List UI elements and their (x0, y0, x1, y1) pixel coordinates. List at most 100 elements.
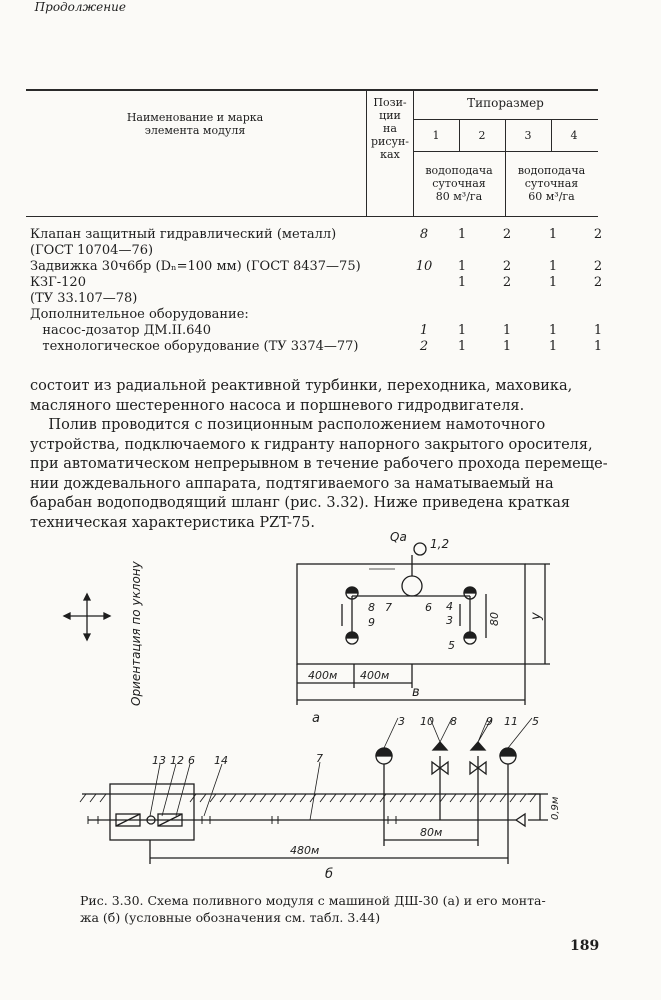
header-name-line1: Наименование и марка (126, 111, 264, 124)
row-val: 1 (457, 339, 467, 354)
dim-80m-label: 80м (420, 826, 442, 839)
header-group-80: водоподача суточная 80 м³/га (413, 164, 505, 203)
row-val: 2 (593, 227, 603, 242)
row-name: технологическое оборудование (ТУ 3374—77… (30, 339, 359, 354)
header-pos-line: ции (379, 109, 401, 122)
table-row: (ГОСТ 10704—76) (30, 243, 590, 259)
row-val: 2 (502, 275, 512, 290)
row-pos: 8 (419, 227, 429, 242)
page-number: 189 (570, 938, 600, 954)
mark-5: 5 (448, 639, 455, 652)
figure-diagram: Ориентация по уклону Qа 1,2 8 7 6 4 3 5 … (62, 530, 561, 882)
dim-y-label: у (529, 612, 544, 621)
pump-station-box (109, 783, 195, 841)
dim-400-a-label: 400м (308, 669, 337, 682)
mark-13: 13 (152, 754, 166, 767)
mark-6: 6 (425, 601, 432, 614)
row-name: (ГОСТ 10704—76) (30, 243, 154, 258)
ground-hatch (79, 793, 537, 803)
dim-depth-label: 0,9м (550, 796, 561, 820)
table-vrule-2 (413, 90, 414, 216)
table-row: насос-дозатор ДМ.II.640 1 1 1 1 1 (30, 323, 602, 339)
valve-8-icon (431, 741, 449, 751)
dim-480m-label: 480м (290, 844, 319, 857)
row-name: Клапан защитный гидравлический (металл) (30, 227, 337, 242)
mark-8-section: 8 (450, 715, 457, 728)
table-vrule-1 (366, 90, 367, 216)
text-line: масляного шестеренного насоса и поршнево… (30, 397, 525, 414)
row-name: КЗГ-120 (30, 275, 86, 290)
row-val: 1 (457, 227, 467, 242)
table-header-bottom-rule (26, 216, 598, 217)
header-group-60: водоподача суточная 60 м³/га (505, 164, 598, 203)
row-val: 2 (502, 227, 512, 242)
header-pos-line: рисун- (370, 135, 410, 148)
row-val: 1 (548, 275, 558, 290)
row-val: 2 (593, 275, 603, 290)
row-pos: 2 (419, 339, 429, 354)
table-vrule-4 (505, 119, 506, 216)
table-row: Клапан защитный гидравлический (металл) … (30, 227, 602, 243)
valve-9-icon (469, 741, 487, 751)
table-vrule-5 (551, 119, 552, 151)
text-line: при автоматическом непрерывном в течение… (30, 456, 608, 472)
table-top-rule (26, 89, 598, 91)
valve-11-icon (469, 760, 487, 776)
section-sublabel: б (325, 867, 333, 882)
mark-11-section: 11 (504, 715, 518, 728)
header-col-2: 2 (478, 129, 486, 142)
hydrant-circle (413, 542, 427, 556)
header-col-3: 3 (524, 129, 532, 142)
header-pos-line: ках (380, 148, 400, 161)
sprinkler-machine-circle (401, 575, 423, 597)
text-line: техническая характеристика PZT-75. (30, 514, 315, 531)
header-pos-line: на (383, 122, 397, 135)
group-line: водоподача (425, 164, 493, 177)
caption-line: жа (б) (условные обозначения см. табл. 3… (80, 910, 381, 925)
header-col-1: 1 (432, 129, 440, 142)
mark-6-section: 6 (188, 754, 195, 767)
figure-caption: Рис. 3.30. Схема поливного модуля с маши… (80, 892, 600, 926)
paragraph-1: состоит из радиальной реактивной турбинк… (30, 377, 596, 416)
mark-4: 4 (446, 600, 453, 613)
row-val: 1 (548, 227, 558, 242)
table-vrule-3 (459, 119, 460, 151)
group-line: суточная (524, 177, 579, 190)
table-row: Дополнительное оборудование: (30, 307, 590, 323)
plan-sublabel: а (312, 711, 320, 726)
mark-9-section: 9 (486, 715, 493, 728)
row-val: 1 (593, 339, 603, 354)
group-line: 80 м³/га (435, 190, 483, 203)
pipe-end-plug-icon (514, 812, 526, 828)
mark-12: 12 (170, 754, 184, 767)
text-line: нии дождевального аппарата, подтягиваемо… (30, 475, 554, 492)
compass-cross-icon (62, 592, 112, 642)
row-name: (ТУ 33.107—78) (30, 291, 138, 306)
valve-10-icon (431, 760, 449, 776)
header-name-col: Наименование и марка элемента модуля (90, 111, 300, 137)
header-typesize: Типоразмер (467, 96, 544, 110)
caption-line: Рис. 3.30. Схема поливного модуля с маши… (80, 893, 546, 908)
orientation-label: Ориентация по уклону (129, 560, 143, 706)
dim-b-label: в (412, 685, 420, 700)
table-row: технологическое оборудование (ТУ 3374—77… (30, 339, 602, 355)
mark-14: 14 (214, 754, 228, 767)
header-pos-col: Пози- ции на рисун- ках (366, 96, 414, 161)
text-line: Полив проводится с позиционным расположе… (30, 417, 546, 433)
mark-10-section: 10 (420, 715, 434, 728)
mark-7: 7 (385, 601, 392, 614)
table-row: (ТУ 33.107—78) (30, 291, 590, 307)
row-name: насос-дозатор ДМ.II.640 (30, 323, 211, 338)
row-val: 1 (457, 259, 467, 274)
row-val: 2 (593, 259, 603, 274)
mark-7-section: 7 (316, 752, 323, 765)
row-name: Задвижка 30ч6бр (Dₙ=100 мм) (ГОСТ 8437—7… (30, 259, 361, 274)
row-val: 1 (502, 323, 512, 338)
row-val: 1 (548, 339, 558, 354)
flow-label: Qа (390, 530, 407, 544)
row-val: 1 (548, 323, 558, 338)
text-line: состоит из радиальной реактивной турбинк… (30, 378, 573, 394)
header-name-line2: элемента модуля (144, 124, 246, 137)
table-row: Задвижка 30ч6бр (Dₙ=100 мм) (ГОСТ 8437—7… (30, 259, 602, 275)
row-val: 1 (548, 259, 558, 274)
